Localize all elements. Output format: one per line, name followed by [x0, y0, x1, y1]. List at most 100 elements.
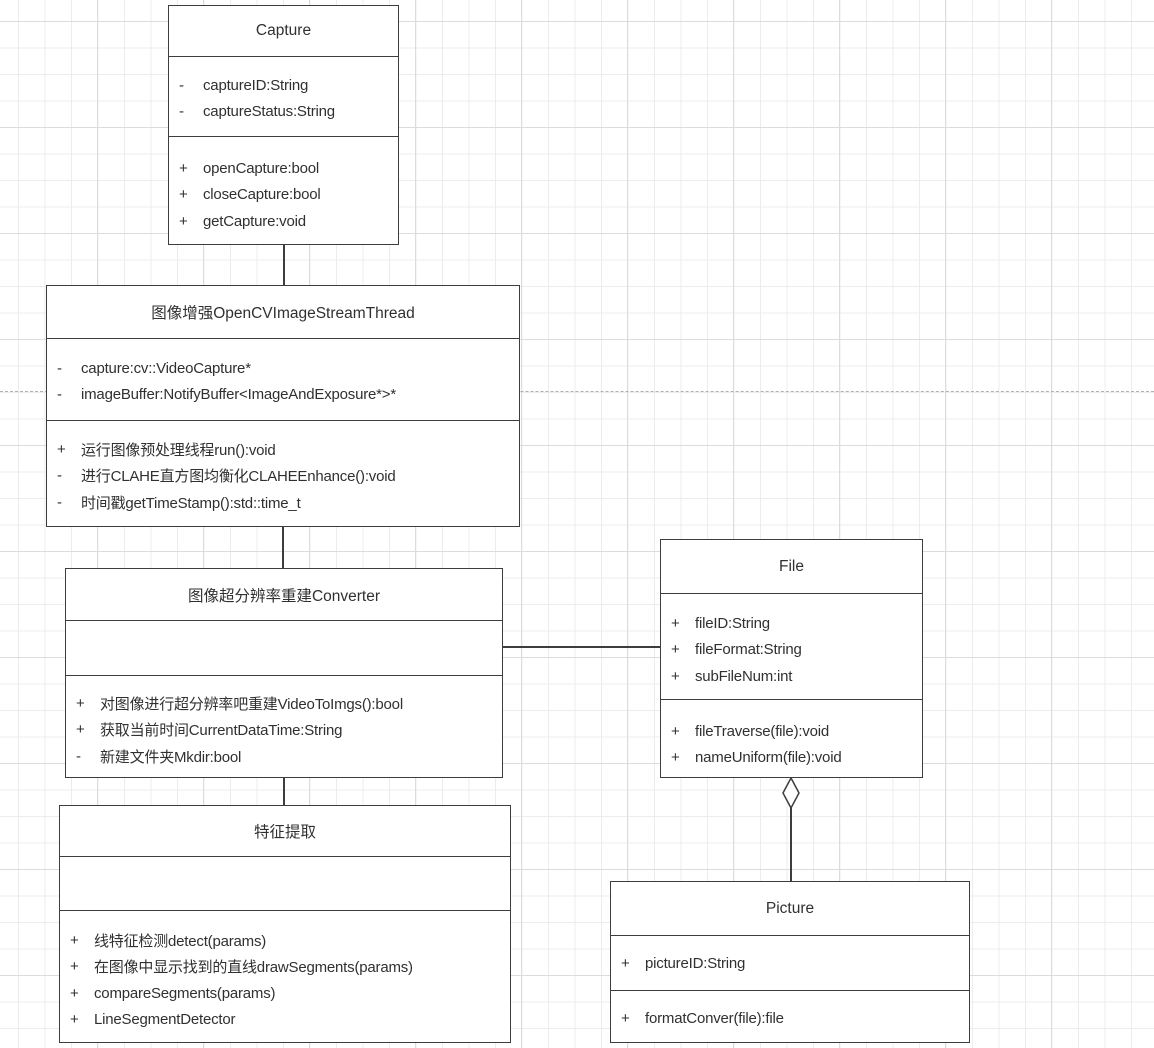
attribute-row: + pictureID:String: [611, 950, 969, 977]
method-row: + compareSegments(params): [60, 980, 510, 1007]
attribute-text: pictureID:String: [645, 954, 746, 972]
visibility-sign: +: [70, 931, 79, 949]
class-title: 图像增强OpenCVImageStreamThread: [151, 305, 415, 322]
method-text: LineSegmentDetector: [94, 1011, 236, 1029]
visibility-sign: -: [57, 493, 62, 511]
attributes-section: [60, 856, 510, 910]
visibility-sign: -: [179, 76, 184, 94]
method-row: - 新建文件夹Mkdir:bool: [66, 743, 502, 770]
class-box-picture[interactable]: Picture + pictureID:String + formatConve…: [610, 881, 970, 1043]
visibility-sign: +: [671, 641, 680, 659]
method-row: + 对图像进行超分辨率吧重建VideoToImgs():bool: [66, 690, 502, 717]
attributes-section: + fileID:String + fileFormat:String + su…: [661, 593, 922, 699]
visibility-sign: +: [70, 1011, 79, 1029]
attributes-section: + pictureID:String: [611, 935, 969, 990]
attribute-row: + fileID:String: [661, 610, 922, 637]
method-row: + 获取当前时间CurrentDataTime:String: [66, 717, 502, 744]
visibility-sign: +: [70, 958, 79, 976]
method-row: + nameUniform(file):void: [661, 745, 922, 772]
class-box-file[interactable]: File + fileID:String + fileFormat:String…: [660, 539, 923, 778]
visibility-sign: -: [76, 747, 81, 765]
method-text: nameUniform(file):void: [695, 749, 842, 767]
attribute-text: imageBuffer:NotifyBuffer<ImageAndExposur…: [81, 386, 397, 404]
attribute-row: - imageBuffer:NotifyBuffer<ImageAndExpos…: [47, 382, 519, 409]
edge-enhance-converter[interactable]: [282, 526, 284, 569]
visibility-sign: +: [671, 614, 680, 632]
visibility-sign: +: [621, 1009, 630, 1027]
attribute-text: capture:cv::VideoCapture*: [81, 359, 251, 377]
attribute-text: fileID:String: [695, 614, 770, 632]
method-text: 对图像进行超分辨率吧重建VideoToImgs():bool: [100, 695, 403, 713]
class-box-converter[interactable]: 图像超分辨率重建Converter + 对图像进行超分辨率吧重建VideoToI…: [65, 568, 503, 778]
edge-converter-file[interactable]: [502, 646, 661, 648]
attribute-row: - capture:cv::VideoCapture*: [47, 355, 519, 382]
method-row: + getCapture:void: [169, 208, 398, 235]
method-row: + openCapture:bool: [169, 155, 398, 182]
method-row: + fileTraverse(file):void: [661, 718, 922, 745]
attribute-text: captureID:String: [203, 76, 309, 94]
visibility-sign: -: [57, 359, 62, 377]
method-text: formatConver(file):file: [645, 1009, 784, 1027]
class-title: 图像超分辨率重建Converter: [187, 587, 381, 605]
visibility-sign: -: [57, 467, 62, 485]
class-title: File: [779, 557, 804, 575]
attribute-text: fileFormat:String: [695, 641, 802, 659]
method-text: closeCapture:bool: [203, 186, 321, 204]
visibility-sign: +: [179, 186, 188, 204]
visibility-sign: +: [179, 212, 188, 230]
class-box-feature-extraction[interactable]: 特征提取 + 线特征检测detect(params) + 在图像中显示找到的直线…: [59, 805, 511, 1043]
methods-section: + openCapture:bool + closeCapture:bool +…: [169, 136, 398, 235]
method-row: - 时间戳getTimeStamp():std::time_t: [47, 489, 519, 516]
method-row: + formatConver(file):file: [611, 1005, 969, 1032]
edge-file-picture[interactable]: [790, 807, 792, 882]
visibility-sign: -: [179, 103, 184, 121]
visibility-sign: +: [671, 667, 680, 685]
aggregation-diamond-icon[interactable]: [782, 777, 800, 809]
visibility-sign: +: [76, 721, 85, 739]
class-title: Capture: [255, 22, 312, 39]
methods-section: + 运行图像预处理线程run():void - 进行CLAHE直方图均衡化CLA…: [47, 420, 519, 516]
attribute-text: subFileNum:int: [695, 667, 793, 685]
page-boundary-line: [0, 391, 1154, 392]
class-title: 特征提取: [253, 824, 316, 841]
visibility-sign: -: [57, 386, 62, 404]
class-box-capture[interactable]: Capture - captureID:String - captureStat…: [168, 5, 399, 245]
visibility-sign: +: [621, 954, 630, 972]
method-row: + 运行图像预处理线程run():void: [47, 436, 519, 463]
visibility-sign: +: [70, 984, 79, 1002]
method-row: + LineSegmentDetector: [60, 1007, 510, 1034]
attributes-section: - captureID:String - captureStatus:Strin…: [169, 56, 398, 136]
edge-converter-feature[interactable]: [283, 777, 285, 806]
method-text: 获取当前时间CurrentDataTime:String: [100, 722, 343, 740]
visibility-sign: +: [671, 749, 680, 767]
method-text: compareSegments(params): [94, 984, 276, 1002]
method-text: 时间戳getTimeStamp():std::time_t: [81, 494, 301, 512]
method-text: 运行图像预处理线程run():void: [81, 441, 276, 459]
methods-section: + fileTraverse(file):void + nameUniform(…: [661, 699, 922, 771]
attributes-section: - capture:cv::VideoCapture* - imageBuffe…: [47, 338, 519, 420]
method-text: 新建文件夹Mkdir:bool: [100, 748, 242, 766]
methods-section: + 对图像进行超分辨率吧重建VideoToImgs():bool + 获取当前时…: [66, 675, 502, 770]
visibility-sign: +: [671, 722, 680, 740]
method-row: - 进行CLAHE直方图均衡化CLAHEEnhance():void: [47, 463, 519, 490]
attribute-row: - captureStatus:String: [169, 99, 398, 126]
methods-section: + 线特征检测detect(params) + 在图像中显示找到的直线drawS…: [60, 910, 510, 1033]
method-text: 在图像中显示找到的直线drawSegments(params): [94, 959, 413, 977]
method-row: + closeCapture:bool: [169, 182, 398, 209]
method-text: openCapture:bool: [203, 159, 320, 177]
attribute-text: captureStatus:String: [203, 103, 335, 121]
visibility-sign: +: [57, 440, 66, 458]
method-text: fileTraverse(file):void: [695, 722, 830, 740]
method-row: + 在图像中显示找到的直线drawSegments(params): [60, 954, 510, 981]
attribute-row: + fileFormat:String: [661, 637, 922, 664]
method-text: 线特征检测detect(params): [94, 932, 267, 950]
method-text: getCapture:void: [203, 212, 306, 230]
method-row: + 线特征检测detect(params): [60, 927, 510, 954]
method-text: 进行CLAHE直方图均衡化CLAHEEnhance():void: [81, 468, 396, 486]
visibility-sign: +: [179, 159, 188, 177]
visibility-sign: +: [76, 694, 85, 712]
class-box-opencv-image-stream-thread[interactable]: 图像增强OpenCVImageStreamThread - capture:cv…: [46, 285, 520, 527]
attributes-section: [66, 620, 502, 675]
edge-capture-enhance[interactable]: [283, 243, 285, 286]
